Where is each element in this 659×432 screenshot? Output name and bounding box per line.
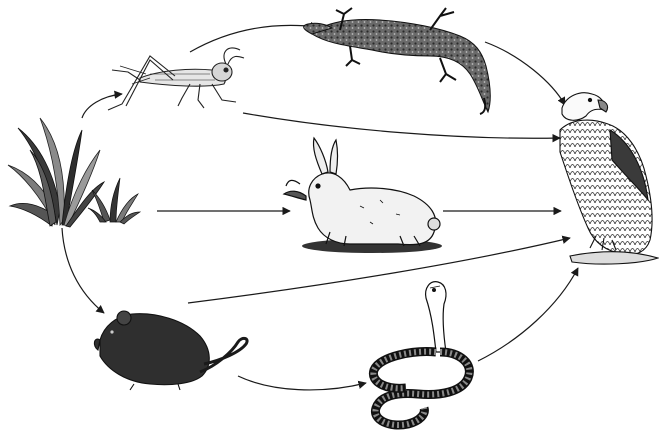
snake-icon xyxy=(373,282,469,425)
eagle-icon xyxy=(560,93,658,264)
arrow-snake-to-eagle xyxy=(478,268,578,361)
rabbit-icon xyxy=(284,138,442,253)
arrow-lizard-to-eagle xyxy=(485,42,565,105)
grass-icon xyxy=(8,118,140,227)
arrow-grasshopper-to-lizard xyxy=(190,25,318,52)
mouse-icon xyxy=(94,311,247,390)
arrow-grass-to-mouse xyxy=(62,228,104,313)
lizard-icon xyxy=(304,8,491,114)
arrow-mouse-to-snake xyxy=(238,376,366,390)
arrow-grasshopper-to-eagle xyxy=(243,113,560,138)
grasshopper-icon xyxy=(108,48,244,110)
